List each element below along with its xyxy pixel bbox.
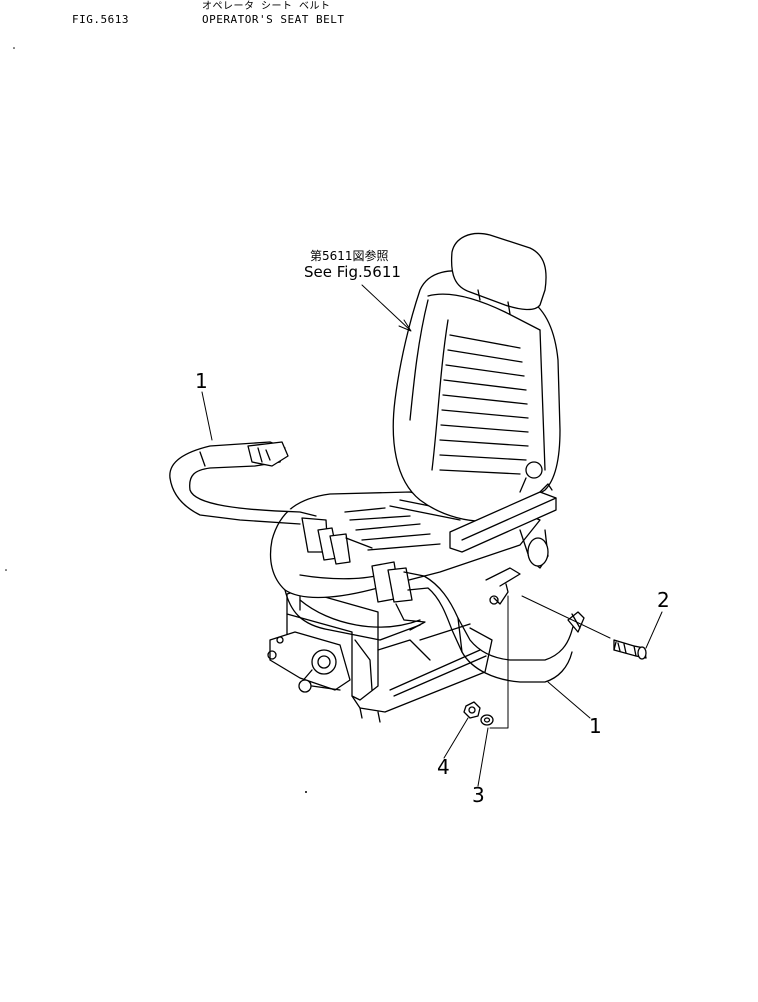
hardware <box>464 584 646 725</box>
leader-lines <box>202 285 662 786</box>
reference-note-jp: 第5611図参照 <box>310 249 389 263</box>
nut-part <box>464 702 480 718</box>
seat-base <box>268 590 492 722</box>
callout-1-left: 1 <box>195 369 208 393</box>
callout-4: 4 <box>437 755 450 779</box>
seat-belt-right <box>372 562 584 682</box>
callout-1-right: 1 <box>589 714 602 738</box>
armrest <box>450 484 556 586</box>
seat-belt-left <box>170 442 372 564</box>
callout-2: 2 <box>657 588 670 612</box>
title-japanese: オペレータ シート ベルト <box>202 1 331 12</box>
seat-back <box>393 234 560 522</box>
washer-part <box>481 715 493 725</box>
title-english: OPERATOR'S SEAT BELT <box>202 13 345 26</box>
bolt-part <box>614 640 646 659</box>
reference-note-en: See Fig.5611 <box>304 263 401 281</box>
callout-3: 3 <box>472 783 485 807</box>
figure-number: FIG.5613 <box>72 13 129 26</box>
